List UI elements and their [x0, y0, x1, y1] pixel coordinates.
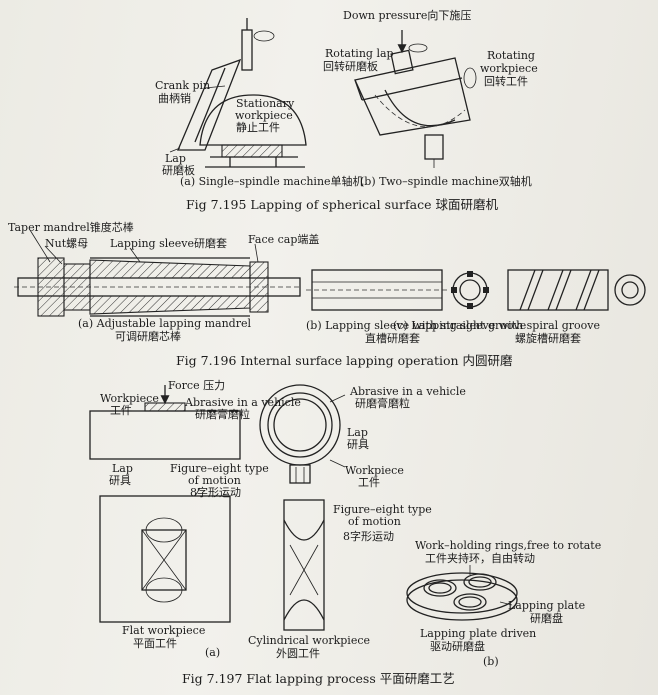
lapping-sleeve-label: Lapping sleeve研磨套 — [110, 237, 227, 250]
work-holding-label: Work–holding rings,free to rotate — [415, 539, 602, 552]
fig196c-drawing — [507, 269, 646, 311]
lapping-plate-cn-label: 研磨盘 — [530, 612, 563, 625]
fig196c-sublabel: (c) Lapping sleeve with spiral groove — [393, 319, 600, 332]
workpiece-cyl-label: Workpiece — [345, 464, 404, 477]
crank-pin-cn-label: 曲柄销 — [158, 92, 191, 105]
plate-driven-cn-label: 驱动研磨盘 — [430, 640, 485, 653]
fig197-cyl-drawing — [259, 384, 346, 631]
workpiece-a-label: Workpiece — [100, 392, 159, 405]
fig195-caption: Fig 7.195 Lapping of spherical surface 球… — [186, 197, 498, 212]
lap-cyl-cn-label: 研具 — [347, 438, 369, 451]
workpiece2-label: workpiece — [480, 62, 538, 75]
crank-pin-label: Crank pin — [155, 79, 211, 92]
lap-cn-label: 研磨板 — [162, 164, 195, 177]
fig196-caption: Fig 7.196 Internal surface lapping opera… — [176, 353, 513, 368]
fig-eight-cyl-label: Figure–eight type — [333, 503, 432, 516]
of-motion-a-label: of motion — [188, 474, 241, 487]
lap-a-cn-label: 研具 — [109, 474, 131, 487]
workpiece-cyl-cn-label: 工件 — [358, 476, 380, 489]
fig196b-drawing — [306, 269, 489, 311]
fig-eight-cyl-cn-label: 8字形运动 — [343, 530, 394, 543]
fig195a-drawing — [169, 18, 307, 168]
fig197b-drawing — [406, 565, 518, 621]
lap-a-label: Lap — [112, 462, 133, 475]
taper-mandrel-label: Taper mandrel锥度芯棒 — [8, 221, 134, 234]
stationary-label: Stationary — [236, 97, 295, 110]
fig196c-cn-sublabel: 螺旋槽研磨套 — [515, 332, 581, 345]
lap-cyl-label: Lap — [347, 426, 368, 439]
fig195b-sublabel: (b) Two–spindle machine双轴机 — [360, 175, 532, 188]
abrasive-a-cn-label: 研磨膏磨粒 — [195, 408, 250, 421]
cyl-workpiece-label: Cylindrical workpiece — [248, 634, 371, 647]
fig-eight-a-cn-label: 8字形运动 — [190, 486, 241, 499]
fig197a-drawing — [89, 385, 241, 623]
workpiece-a-cn-label: 工件 — [110, 404, 132, 417]
face-cap-label: Face cap端盖 — [248, 233, 320, 246]
rotating-lap-cn-label: 回转研磨板 — [323, 60, 378, 73]
rot-work-cn-label: 回转工件 — [484, 75, 528, 88]
fig196b-cn-sublabel: 直槽研磨套 — [365, 332, 420, 345]
abrasive-cyl-cn-label: 研磨膏磨粒 — [355, 397, 410, 410]
abrasive-cyl-label: Abrasive in a vehicle — [350, 385, 466, 398]
fig197b-sublabel: (b) — [483, 655, 499, 668]
fig197a-sublabel: (a) — [205, 646, 221, 659]
workpiece-label: workpiece — [235, 109, 293, 122]
lapping-plate-label: Lapping plate — [508, 599, 586, 612]
fig196a-sublabel: (a) Adjustable lapping mandrel — [78, 317, 252, 330]
static-cn-label: 静止工件 — [236, 121, 280, 134]
fig196b-sublabel: (b) Lapping sleeve with straight groove — [306, 319, 527, 332]
abrasive-a-label: Abrasive in a vehicle — [185, 396, 301, 409]
rotating-label: Rotating — [487, 49, 535, 62]
force-label: Force 压力 — [168, 379, 226, 392]
fig196a-drawing — [14, 229, 301, 317]
fig195a-sublabel: (a) Single–spindle machine单轴机 — [180, 175, 364, 188]
fig195b-drawing — [354, 30, 477, 168]
of-motion-cyl-label: of motion — [348, 515, 401, 528]
fig-eight-a-label: Figure–eight type — [170, 462, 269, 475]
down-pressure-label: Down pressure向下施压 — [343, 9, 472, 22]
flat-workpiece-cn-label: 平面工件 — [133, 637, 177, 650]
flat-workpiece-label: Flat workpiece — [122, 624, 206, 637]
work-holding-cn-label: 工件夹持环，自由转动 — [425, 552, 535, 565]
nut-label: Nut螺母 — [45, 237, 89, 250]
fig196a-cn-sublabel: 可调研磨芯棒 — [115, 330, 181, 343]
plate-driven-label: Lapping plate driven — [420, 627, 537, 640]
fig197-caption: Fig 7.197 Flat lapping process 平面研磨工艺 — [182, 671, 455, 686]
rotating-lap-label: Rotating lap — [325, 47, 394, 60]
cyl-workpiece-cn-label: 外圆工件 — [276, 647, 320, 660]
lap-label: Lap — [165, 152, 186, 165]
